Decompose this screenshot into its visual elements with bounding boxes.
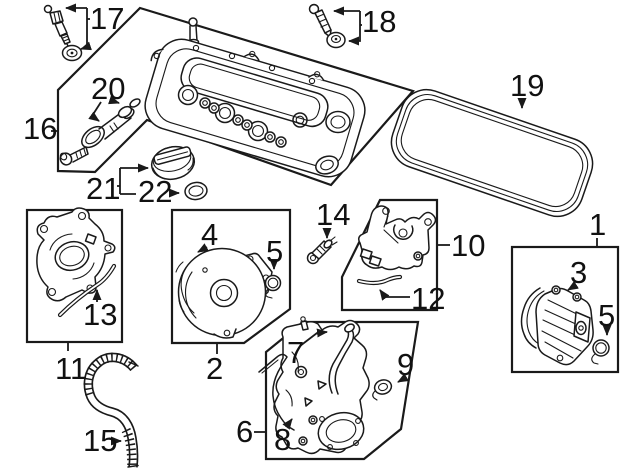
part-water-pump bbox=[175, 247, 273, 339]
callout-label-10: 10 bbox=[451, 228, 485, 263]
part-spark-plug-seal bbox=[61, 44, 83, 62]
part-cover-bolt bbox=[308, 3, 332, 38]
part-cover-gasket-12 bbox=[356, 274, 403, 286]
group-outline-1 bbox=[510, 245, 620, 374]
callout-label-3: 3 bbox=[570, 255, 587, 290]
callout-label-11: 11 bbox=[55, 351, 87, 386]
part-cover-gasket-8 bbox=[258, 353, 295, 431]
part-timing-belt bbox=[83, 352, 139, 468]
part-o-ring-5-cover bbox=[591, 339, 610, 365]
tube-bolt bbox=[59, 146, 89, 166]
part-bolt-grommet bbox=[326, 31, 346, 49]
part-o-ring-5-pump bbox=[264, 274, 282, 299]
tube-o-ring bbox=[117, 105, 133, 119]
callout-label-7: 7 bbox=[287, 335, 304, 370]
callout-label-14: 14 bbox=[316, 197, 350, 232]
part-valve-cover bbox=[144, 17, 366, 178]
callout-label-1: 1 bbox=[589, 207, 606, 242]
part-upper-timing-cover bbox=[535, 285, 594, 366]
part-oil-filler-cap bbox=[150, 145, 196, 181]
part-spark-plug bbox=[43, 4, 71, 49]
callout-label-5a: 5 bbox=[266, 234, 283, 269]
coil-tube-openings bbox=[177, 84, 351, 148]
tube-seal bbox=[129, 98, 141, 108]
callout-label-20: 20 bbox=[91, 71, 125, 106]
callout-label-4: 4 bbox=[201, 217, 218, 252]
group-outline-6 bbox=[264, 320, 420, 461]
callout-label-9: 9 bbox=[397, 347, 414, 382]
part-cam-position-sensor bbox=[306, 236, 338, 265]
callout-labels: 17 18 20 16 21 22 19 1 3 5 10 12 14 4 5 … bbox=[23, 1, 615, 458]
callout-label-5b: 5 bbox=[598, 298, 615, 333]
group-outline-10 bbox=[340, 198, 439, 312]
part-spark-plug-tube-set bbox=[59, 98, 141, 166]
callout-label-12: 12 bbox=[411, 281, 445, 316]
group-outline-2 bbox=[170, 208, 292, 345]
callout-label-13: 13 bbox=[83, 297, 117, 332]
part-upper-rear-cover bbox=[357, 205, 437, 271]
callout-label-6: 6 bbox=[236, 414, 253, 449]
part-oil-passage-7 bbox=[328, 323, 355, 395]
part-rear-timing-cover-plate bbox=[36, 207, 116, 302]
part-upper-cover-gasket-3 bbox=[520, 287, 545, 349]
part-cover-gasket-13 bbox=[57, 263, 117, 318]
part-valve-cover-gasket bbox=[390, 88, 594, 218]
callout-label-19: 19 bbox=[510, 68, 544, 103]
callout-label-2: 2 bbox=[206, 351, 223, 386]
callout-label-17: 17 bbox=[90, 1, 124, 36]
callout-label-18: 18 bbox=[362, 4, 396, 39]
callout-label-16: 16 bbox=[23, 111, 57, 146]
callout-label-22: 22 bbox=[138, 174, 172, 209]
part-front-lower-cover bbox=[258, 316, 370, 455]
callout-label-21: 21 bbox=[86, 171, 120, 206]
group-outline-valve-cover-set bbox=[56, 6, 415, 187]
callout-label-15: 15 bbox=[83, 423, 117, 458]
leader-lines bbox=[51, 3, 612, 446]
callout-label-8: 8 bbox=[274, 422, 291, 457]
part-seal-9 bbox=[372, 379, 393, 401]
part-cap-o-ring bbox=[184, 181, 208, 201]
